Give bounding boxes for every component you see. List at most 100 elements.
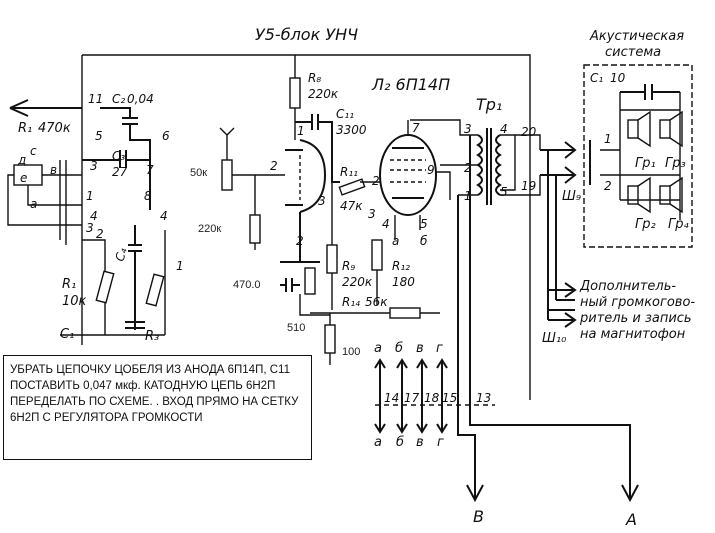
pentode-pin-2: 2 xyxy=(372,174,380,188)
bus-pin-15: 15 xyxy=(442,391,457,405)
side-label-c: с xyxy=(30,144,37,158)
transformer-symbol xyxy=(476,128,502,205)
spk-pin-1: 1 xyxy=(604,132,612,146)
label-c2-value: 0,04 xyxy=(127,92,154,106)
label-r9-value: 220к xyxy=(342,275,373,289)
resistor-cathode-bypass xyxy=(304,267,316,295)
label-gr4: Гр₄ xyxy=(668,217,689,232)
pentode-heater-b: б xyxy=(420,234,428,248)
speaker-title-line2: система xyxy=(605,45,661,60)
extra-speaker-line4: на магнитофон xyxy=(580,327,686,342)
resistor-grid xyxy=(249,214,261,244)
letter-g-bottom: г xyxy=(437,435,444,450)
letter-v-top: в xyxy=(416,341,424,356)
label-sh10: Ш₁₀ xyxy=(542,331,567,346)
output-line-a xyxy=(469,135,639,503)
extra-speaker-line2: ный громкогово- xyxy=(580,295,695,310)
switch-wiring xyxy=(7,160,82,245)
connector-sh9-symbol xyxy=(540,140,591,185)
label-r11: R₁₁ xyxy=(340,165,358,179)
value-r-bottom: 100 xyxy=(342,346,360,358)
letter-g-top: г xyxy=(436,341,443,356)
speaker-icon-gr1 xyxy=(627,110,651,148)
label-c3-value: 27 xyxy=(112,165,128,179)
extra-speaker-line1: Дополнитель- xyxy=(579,279,676,294)
input-arrow xyxy=(9,99,82,117)
label-tube-main: Л₂ 6П14П xyxy=(371,75,450,94)
tr-pin-1: 1 xyxy=(464,189,472,203)
tr-pin-19: 19 xyxy=(521,179,536,193)
output-line-b xyxy=(457,195,484,503)
pentode-pin-5: 5 xyxy=(420,217,428,231)
resistor-r12 xyxy=(371,239,383,271)
tr-pin-5: 5 xyxy=(500,185,508,199)
pin-8: 8 xyxy=(144,189,152,203)
label-gr1: Гр₁ xyxy=(635,156,656,171)
block-frame xyxy=(81,54,531,400)
label-r12-value: 180 xyxy=(392,275,415,289)
bus-pin-18: 18 xyxy=(424,391,440,405)
switch-body xyxy=(13,164,43,186)
label-c11-value: 3300 xyxy=(336,123,367,137)
label-gr2: Гр₂ xyxy=(635,217,656,232)
speaker-c1-label: C₁ xyxy=(590,71,603,85)
tr-pin-2: 2 xyxy=(464,161,472,175)
letter-a-bottom: а xyxy=(374,435,382,450)
label-sh9: Ш₉ xyxy=(562,189,581,204)
pentode-leads xyxy=(360,120,451,240)
output-label-b: В xyxy=(473,507,484,526)
pin-3: 3 xyxy=(90,159,98,173)
tr-pin-20: 20 xyxy=(521,125,537,139)
pin-11: 11 xyxy=(88,92,103,106)
label-r1-top: R₁ xyxy=(18,121,32,136)
pentode-pin-9: 9 xyxy=(427,163,435,177)
pin-6: 6 xyxy=(162,129,170,143)
resistor-r14 xyxy=(389,307,421,319)
speaker-c1-value: 10 xyxy=(610,71,626,85)
label-r1-top-value: 470к xyxy=(38,121,71,136)
bus-pin-17: 17 xyxy=(404,391,420,405)
letter-b-top: б xyxy=(395,341,403,356)
pin-3-left: 3 xyxy=(86,221,94,235)
pin-4-left: 4 xyxy=(90,209,98,223)
capacitor-c4 xyxy=(128,225,142,330)
capacitor-cathode xyxy=(280,212,320,292)
resistor-r9 xyxy=(326,244,338,274)
tr-pin-4: 4 xyxy=(500,122,508,136)
label-r12: R₁₂ xyxy=(392,259,410,273)
label-c2: C₂ xyxy=(112,92,125,106)
value-pot: 50к xyxy=(190,167,207,179)
capacitor-c2 xyxy=(100,107,151,210)
speaker-icon-gr3 xyxy=(659,110,683,148)
label-r1-bottom: R₁ xyxy=(62,277,76,292)
block-title: У5-блок УНЧ xyxy=(255,25,358,44)
triode-pin-3: 3 xyxy=(318,194,326,208)
speaker-icon-gr4 xyxy=(659,176,683,214)
triode-pin-1: 1 xyxy=(297,124,305,138)
letter-v-bottom: в xyxy=(416,435,424,450)
spk-pin-2: 2 xyxy=(604,179,612,193)
bus-arrows xyxy=(374,358,448,434)
resistor-bottom xyxy=(324,324,336,354)
label-r1-bottom-value: 10к xyxy=(62,294,87,309)
pin-4: 4 xyxy=(160,209,168,223)
capacitor-c3 xyxy=(82,150,150,168)
pin-7: 7 xyxy=(146,163,154,177)
side-label-b: в xyxy=(50,163,57,177)
r1-bottom-leads xyxy=(60,239,165,336)
label-transformer: Тр₁ xyxy=(476,95,502,114)
side-label-a: а xyxy=(30,197,37,211)
bus-pin-13: 13 xyxy=(476,391,491,405)
pentode-pin-3: 3 xyxy=(368,207,376,221)
label-r14-value: 56к xyxy=(365,295,388,309)
triode-pin-2: 2 xyxy=(270,159,278,173)
pentode-pin-4: 4 xyxy=(382,217,390,231)
output-label-a: А xyxy=(625,510,637,529)
label-r8-value: 220к xyxy=(308,87,339,101)
resistor-r3 xyxy=(145,273,165,307)
speaker-icon-gr2 xyxy=(627,176,651,214)
potentiometer xyxy=(221,159,233,191)
pentode-heater-a: а xyxy=(392,234,399,248)
label-c1: C₁ xyxy=(60,327,74,342)
